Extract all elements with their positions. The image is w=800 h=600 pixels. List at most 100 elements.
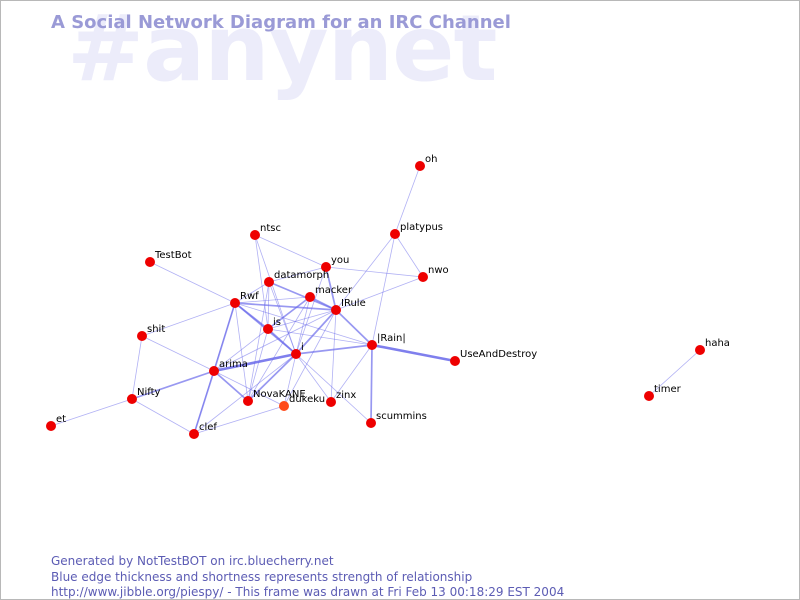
node-haha — [695, 345, 705, 355]
edge-rwf-novakane — [234, 302, 249, 402]
edge-nwo-irule — [335, 276, 424, 311]
edge-i-novakane — [247, 353, 297, 402]
edge-ntsc-you — [254, 234, 327, 268]
edge-i-scummins — [295, 353, 372, 424]
node-macker — [305, 292, 315, 302]
edge-arima-nifty — [131, 370, 215, 400]
edge-rain-i — [295, 344, 373, 355]
node-novakane — [243, 396, 253, 406]
edge-i-zinx — [295, 353, 332, 403]
node-label-shit: shit — [147, 324, 165, 335]
node-label-novakane: NovaKANE — [253, 389, 306, 400]
node-scummins — [366, 418, 376, 428]
edge-you-datamorph — [268, 266, 327, 283]
node-nwo — [418, 272, 428, 282]
node-label-et: et — [56, 414, 66, 425]
node-you — [321, 262, 331, 272]
edge-nifty-shit — [131, 335, 143, 400]
node-label-scummins: scummins — [376, 411, 427, 422]
node-zinx — [326, 397, 336, 407]
node-testbot — [145, 257, 155, 267]
edges-layer — [50, 165, 701, 435]
edge-nwo-you — [325, 266, 424, 278]
node-label-oh: oh — [425, 154, 437, 165]
edge-irule-rain — [335, 309, 373, 346]
edge-ntsc-is — [254, 234, 269, 330]
edge-you-irule — [325, 266, 337, 311]
edge-nifty-et — [50, 398, 133, 427]
edge-arima-shit — [141, 335, 215, 372]
edge-is-i — [267, 328, 297, 355]
edge-rain-scummins — [370, 344, 373, 424]
edge-irule-i — [295, 309, 337, 355]
edge-platypus-nwo — [394, 233, 424, 278]
node-label-macker: macker — [315, 285, 353, 296]
edge-nifty-clef — [131, 398, 195, 435]
edge-platypus-irule — [335, 233, 396, 311]
edge-i-dukeku — [283, 353, 297, 407]
channel-watermark: #anynet — [67, 0, 498, 102]
node-label-timer: timer — [654, 384, 682, 395]
edge-macker-i — [295, 296, 311, 355]
edge-datamorph-rwf — [234, 281, 270, 304]
node-rain — [367, 340, 377, 350]
node-arima — [209, 366, 219, 376]
edge-rwf-irule — [234, 302, 337, 311]
edge-irule-arima — [213, 309, 337, 372]
node-label-irule: IRule — [341, 298, 366, 309]
node-label-rwf: Rwf — [240, 291, 259, 302]
node-label-nifty: Nifty — [137, 387, 161, 398]
node-useanddestroy — [450, 356, 460, 366]
edge-rwf-rain — [234, 302, 373, 346]
edge-arima-clef — [193, 370, 215, 435]
footer-generated-by: Generated by NotTestBOT on irc.bluecherr… — [51, 554, 334, 568]
edge-ntsc-i — [254, 234, 297, 355]
edge-clef-dukeku — [193, 405, 285, 435]
node-label-nwo: nwo — [428, 265, 449, 276]
edge-oh-platypus — [394, 165, 421, 235]
node-datamorph — [264, 277, 274, 287]
node-label-dukeku: dukeku — [289, 394, 325, 405]
node-platypus — [390, 229, 400, 239]
node-label-i: i — [301, 342, 304, 353]
edge-macker-is — [267, 296, 311, 330]
node-label-you: you — [331, 255, 349, 266]
node-is — [263, 324, 273, 334]
node-label-useanddestroy: UseAndDestroy — [460, 349, 537, 360]
node-label-zinx: zinx — [336, 390, 356, 401]
edge-is-arima — [213, 328, 269, 372]
edge-you-i — [295, 266, 327, 355]
node-label-is: is — [273, 317, 281, 328]
edge-platypus-rain — [371, 233, 396, 346]
node-et — [46, 421, 56, 431]
edge-rwf-shit — [141, 302, 236, 337]
node-oh — [415, 161, 425, 171]
node-i — [291, 349, 301, 359]
node-ntsc — [250, 230, 260, 240]
node-label-arima: arima — [219, 359, 248, 370]
edge-haha-timer — [648, 349, 701, 397]
edge-macker-rwf — [234, 296, 311, 304]
edge-arima-novakane — [213, 370, 249, 402]
edge-i-clef — [193, 353, 297, 435]
footer-legend: Blue edge thickness and shortness repres… — [51, 570, 473, 584]
node-timer — [644, 391, 654, 401]
edge-datamorph-novakane — [247, 281, 270, 402]
node-label-clef: clef — [199, 422, 217, 433]
node-rwf — [230, 298, 240, 308]
page-title: A Social Network Diagram for an IRC Chan… — [51, 12, 511, 33]
edge-irule-is — [267, 309, 337, 330]
node-label-datamorph: datamorph — [274, 270, 329, 281]
edge-is-rain — [267, 328, 373, 346]
edge-rain-useanddestroy — [370, 343, 457, 363]
edge-irule-dukeku — [283, 309, 337, 407]
node-dukeku — [279, 401, 289, 411]
node-irule — [331, 305, 341, 315]
footer-url-timestamp: http://www.jibble.org/piespy/ - This fra… — [51, 585, 565, 599]
node-label-testbot: TestBot — [154, 250, 192, 261]
node-label-ntsc: ntsc — [260, 223, 281, 234]
node-label-rain: |Rain| — [377, 333, 406, 344]
